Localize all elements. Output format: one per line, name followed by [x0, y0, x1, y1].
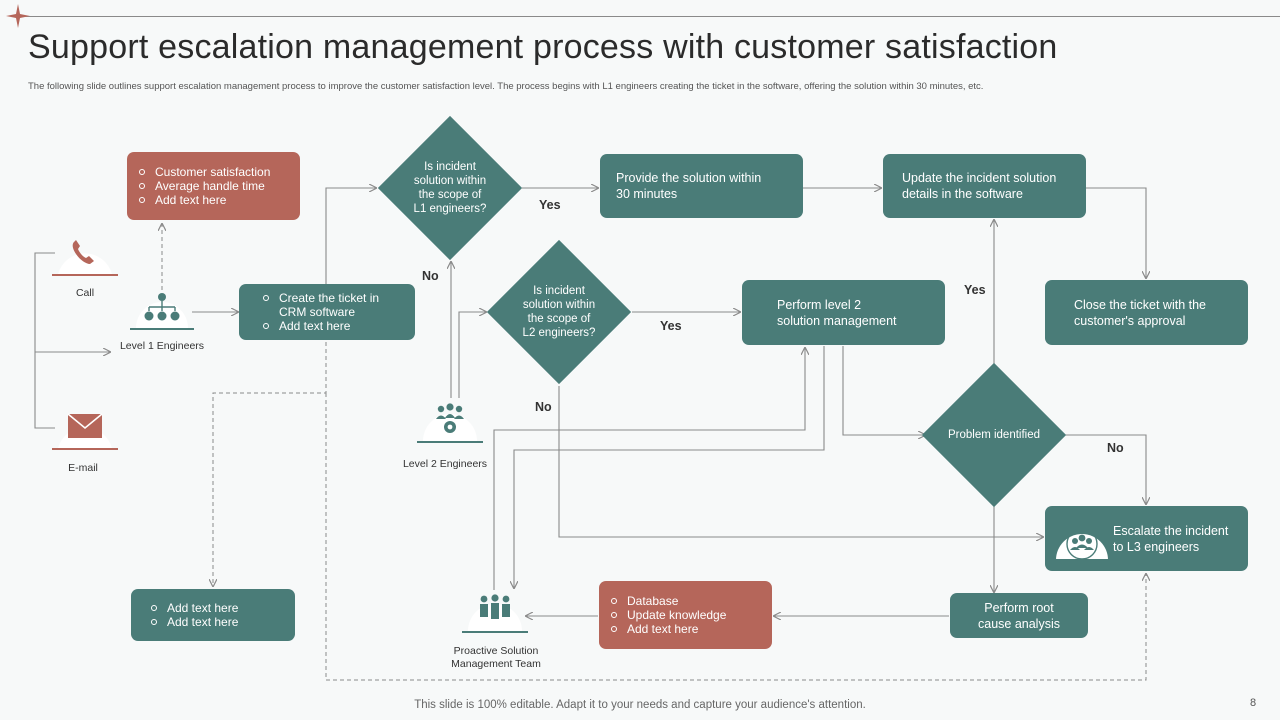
phone-icon — [58, 240, 112, 274]
email-caption: E-mail — [68, 462, 98, 474]
close-ticket-text: Close the ticket with the customer's app… — [1074, 297, 1207, 328]
level2-card — [417, 399, 483, 443]
list-item: Add text here — [151, 615, 238, 629]
page-number: 8 — [1250, 697, 1257, 709]
yes-label: Yes — [660, 319, 682, 333]
escalate-team-icon — [1056, 528, 1108, 561]
customer-satisfaction-box: Customer satisfaction Average handle tim… — [127, 152, 300, 220]
top-rule — [18, 16, 1280, 17]
list-item: Add text here — [263, 319, 403, 333]
footer-note: This slide is 100% editable. Adapt it to… — [414, 699, 866, 711]
yes-label: Yes — [964, 283, 986, 297]
team-icon — [468, 594, 522, 631]
proactive-caption: Proactive Solution Management Team — [451, 645, 541, 670]
database-box: Database Update knowledge Add text here — [599, 581, 772, 649]
no-label: No — [422, 269, 439, 283]
decision-problem: Problem identified — [921, 362, 1067, 508]
add-text-box: Add text here Add text here — [131, 589, 295, 641]
call-card — [52, 230, 118, 276]
list-item: Create the ticket in CRM software — [263, 291, 403, 319]
team-gear-icon — [423, 403, 477, 441]
page-title: Support escalation management process wi… — [28, 28, 1058, 66]
list-item: Database — [611, 594, 726, 608]
update-incident-box: Update the incident solution details in … — [883, 154, 1086, 218]
org-chart-icon — [136, 293, 188, 328]
list-item: Add text here — [139, 193, 270, 207]
yes-label: Yes — [539, 198, 561, 212]
list-item: Add text here — [151, 601, 238, 615]
email-card — [52, 404, 118, 450]
decision-l1-text: Is incident solution within the scope of… — [413, 161, 487, 215]
decision-l2-text: Is incident solution within the scope of… — [522, 285, 596, 339]
root-cause-text: Perform root cause analysis — [978, 600, 1060, 631]
call-caption: Call — [75, 287, 95, 299]
decision-l2-scope: Is incident solution within the scope of… — [486, 239, 632, 385]
decision-l1-scope: Is incident solution within the scope of… — [377, 115, 523, 261]
decision-problem-text: Problem identified — [947, 429, 1041, 441]
proactive-card — [462, 589, 528, 633]
list-item: Customer satisfaction — [139, 165, 270, 179]
provide-solution-box: Provide the solution within 30 minutes — [600, 154, 803, 218]
level1-caption: Level 1 Engineers — [119, 340, 205, 352]
no-label: No — [1107, 441, 1124, 455]
update-incident-text: Update the incident solution details in … — [902, 171, 1057, 201]
close-ticket-box: Close the ticket with the customer's app… — [1045, 280, 1248, 345]
page-subtitle: The following slide outlines support esc… — [28, 81, 984, 92]
perform-level2-text: Perform level 2 solution management — [777, 297, 897, 328]
no-label: No — [535, 400, 552, 414]
escalate-l3-text: Escalate the incident to L3 engineers — [1113, 523, 1229, 554]
escalate-l3-box: Escalate the incident to L3 engineers — [1045, 506, 1248, 571]
provide-solution-text: Provide the solution within 30 minutes — [616, 171, 762, 201]
create-ticket-box: Create the ticket in CRM software Add te… — [239, 284, 415, 340]
perform-level2-box: Perform level 2 solution management — [742, 280, 945, 345]
level1-card — [130, 288, 194, 330]
level2-caption: Level 2 Engineers — [402, 458, 488, 470]
list-item: Update knowledge — [611, 608, 726, 622]
list-item: Average handle time — [139, 179, 270, 193]
list-item: Add text here — [611, 622, 726, 636]
root-cause-box: Perform root cause analysis — [950, 593, 1088, 638]
mail-icon — [58, 413, 112, 448]
star-icon — [6, 4, 30, 28]
